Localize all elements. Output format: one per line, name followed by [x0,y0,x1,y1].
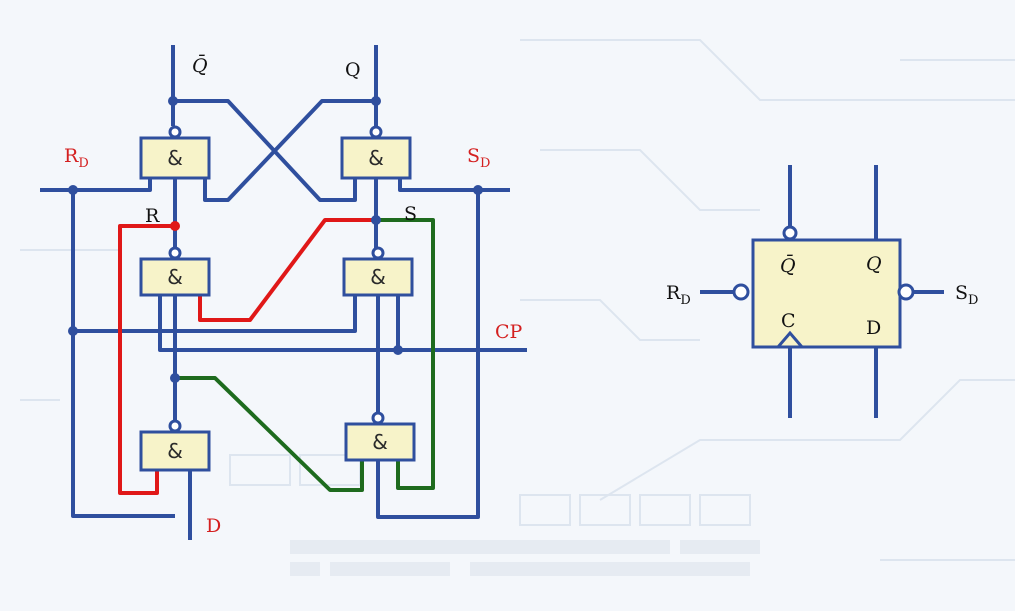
green-wire [175,218,435,492]
qbar-label: Q̄ [192,54,208,77]
rd-to-g3-wire [73,295,357,333]
symbol-sd-bubble [897,283,915,301]
sd-bus-wire [376,190,480,519]
sd-input-wire [398,178,510,192]
flipflop-symbol: Q̄ Q C D RD SD [666,165,978,418]
rd-label: RD [64,145,89,171]
background-decoration [20,39,1015,561]
red-wire [118,218,378,495]
symbol-rd-bubble [732,283,750,301]
cross-wire-left [173,99,357,202]
gate-3: & [139,246,211,297]
gate-2-label: & [368,146,384,170]
symbol-c-label: C [781,310,796,332]
gate-3-inverter-bubble [168,246,182,260]
rd-bus-wire [71,190,175,518]
r-junction-dot [170,221,180,231]
r-label: R [145,205,160,227]
gate-5-inverter-bubble [168,419,182,433]
gate-4-inverter-bubble [371,246,385,260]
symbol-rd-label: RD [666,282,691,308]
symbol-qbar-bubble [782,225,798,241]
cp-wire [158,295,527,352]
symbol-q-label: Q [866,253,882,275]
gate-4-label: & [370,265,386,289]
blue-wires [40,45,527,540]
sd-label: SD [467,145,490,171]
gate-2-inverter-bubble [369,125,383,139]
gate-3-label: & [167,265,183,289]
gate-2: & [340,125,412,180]
gate-6-inverter-bubble [371,411,385,425]
gate-5-label: & [167,439,183,463]
d-label: D [206,515,221,537]
cross-wire-right [203,99,376,202]
gate-1-inverter-bubble [168,125,182,139]
gate-6-label: & [372,430,388,454]
gate-5: & [139,419,211,472]
symbol-clock-triangle-icon [776,330,804,348]
gate-4: & [342,246,414,297]
q-label: Q [345,59,361,81]
gate-1: & [139,125,211,180]
symbol-sd-label: SD [955,282,978,308]
gate-1-label: & [167,146,183,170]
symbol-qbar-label: Q̄ [780,254,796,277]
s-label: S [404,203,417,225]
cp-label: CP [495,321,523,343]
rd-input-wire [40,178,152,192]
gate-6: & [344,411,416,462]
symbol-d-label: D [866,317,881,339]
background-blocks [290,540,760,576]
junction-dots [68,96,483,383]
